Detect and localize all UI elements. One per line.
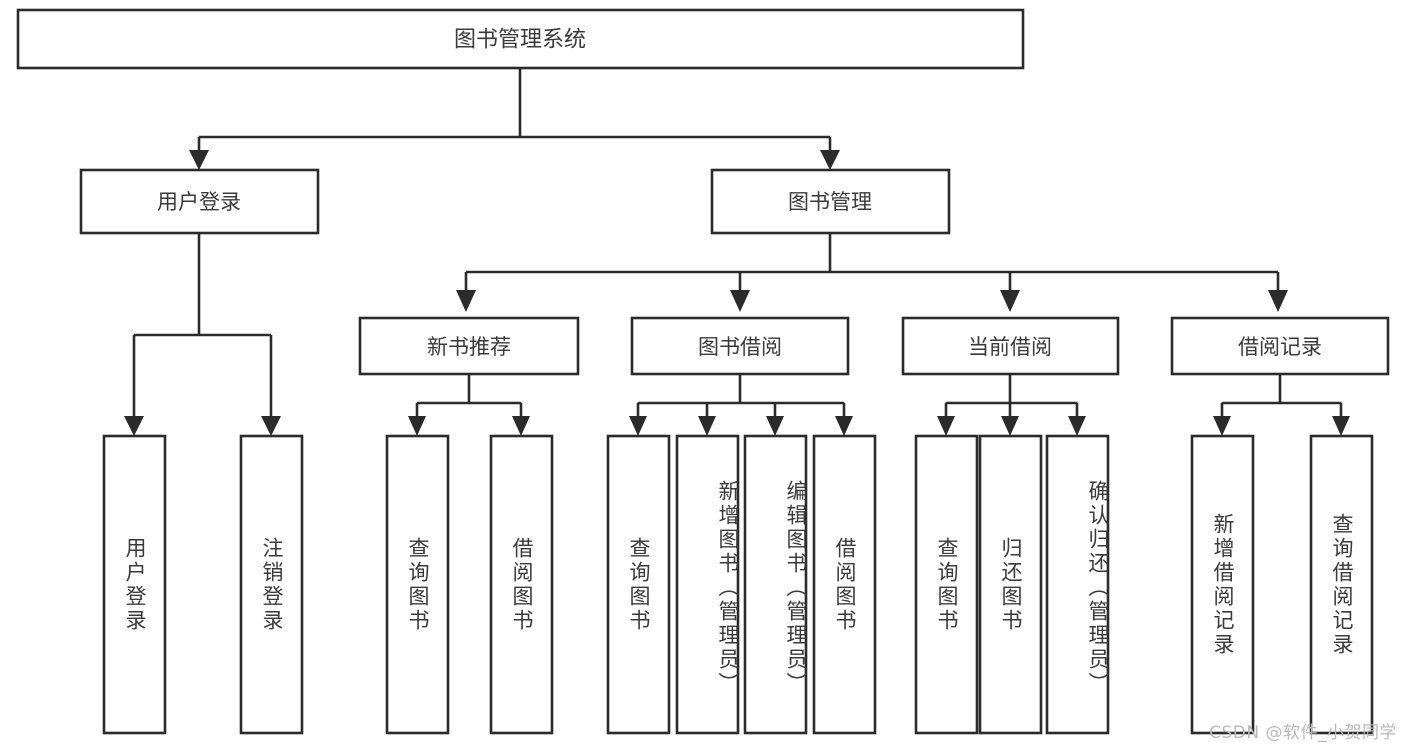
node-book-borrow[interactable] xyxy=(630,316,850,376)
connector-group xyxy=(124,68,1350,436)
arrowhead-login-leaf0 xyxy=(124,416,144,436)
node-current-borrow-label: 当前借阅 xyxy=(968,335,1052,359)
node-book-management-label: 图书管理 xyxy=(788,190,872,214)
node-borrow-record-label: 借阅记录 xyxy=(1238,335,1322,359)
arrowhead-current-l1 xyxy=(1001,416,1019,436)
node-book-management[interactable] xyxy=(710,168,951,235)
node-root-label: 图书管理系统 xyxy=(454,28,586,53)
node-book-borrow-label: 图书借阅 xyxy=(698,335,782,359)
node-root[interactable] xyxy=(16,8,1025,70)
node-user-login[interactable] xyxy=(79,168,320,235)
leaf-borrow-book-b[interactable] xyxy=(812,434,877,735)
node-current-borrow[interactable] xyxy=(901,316,1120,376)
arrowhead-borrow-l0 xyxy=(629,416,647,436)
leaf-borrow-book-a[interactable] xyxy=(489,434,554,735)
arrowhead-bookmgmt xyxy=(820,150,840,170)
leaf-query-book-b[interactable] xyxy=(606,434,671,735)
leaf-logout[interactable] xyxy=(239,434,304,735)
node-user-login-label: 用户登录 xyxy=(157,190,241,214)
arrowhead-borrow-l3 xyxy=(835,416,853,436)
leaf-confirm-return-admin[interactable] xyxy=(1045,434,1110,735)
arrowhead-newbook-l0 xyxy=(408,416,426,436)
arrowhead-login-leaf1 xyxy=(261,416,281,436)
csdn-watermark: CSDN @软件_小贺同学 xyxy=(1209,723,1397,743)
leaf-user-login[interactable] xyxy=(102,434,167,735)
arrowhead-newbook-l1 xyxy=(512,416,530,436)
leaf-query-book-a[interactable] xyxy=(385,434,450,735)
arrowhead-current-l0 xyxy=(937,416,955,436)
leaf-return-book[interactable] xyxy=(978,434,1043,735)
arrowhead-record-l0 xyxy=(1213,416,1231,436)
leaf-add-book-admin[interactable] xyxy=(675,434,740,735)
arrowhead-newbook xyxy=(456,290,476,312)
leaf-edit-book-admin[interactable] xyxy=(743,434,808,735)
arrowhead-borrow-l1 xyxy=(698,416,716,436)
arrowhead-record-l1 xyxy=(1332,416,1350,436)
arrowhead-record xyxy=(1268,290,1288,312)
arrowhead-borrow xyxy=(730,290,750,312)
leaf-query-book-c[interactable] xyxy=(914,434,979,735)
node-group: 图书管理系统 用户登录 图书管理 新书推荐 图书借阅 当前借阅 借阅记录 xyxy=(16,8,1390,735)
leaf-add-borrow-record[interactable] xyxy=(1190,434,1255,735)
node-borrow-record[interactable] xyxy=(1170,316,1390,376)
arrowhead-current-l2 xyxy=(1068,416,1086,436)
arrowhead-borrow-l2 xyxy=(766,416,784,436)
node-new-book-recommend[interactable] xyxy=(358,316,580,376)
leaf-query-borrow-record[interactable] xyxy=(1309,434,1374,735)
node-new-book-recommend-label: 新书推荐 xyxy=(427,335,511,359)
arrowhead-login xyxy=(189,150,209,170)
arrowhead-current xyxy=(1000,290,1020,312)
